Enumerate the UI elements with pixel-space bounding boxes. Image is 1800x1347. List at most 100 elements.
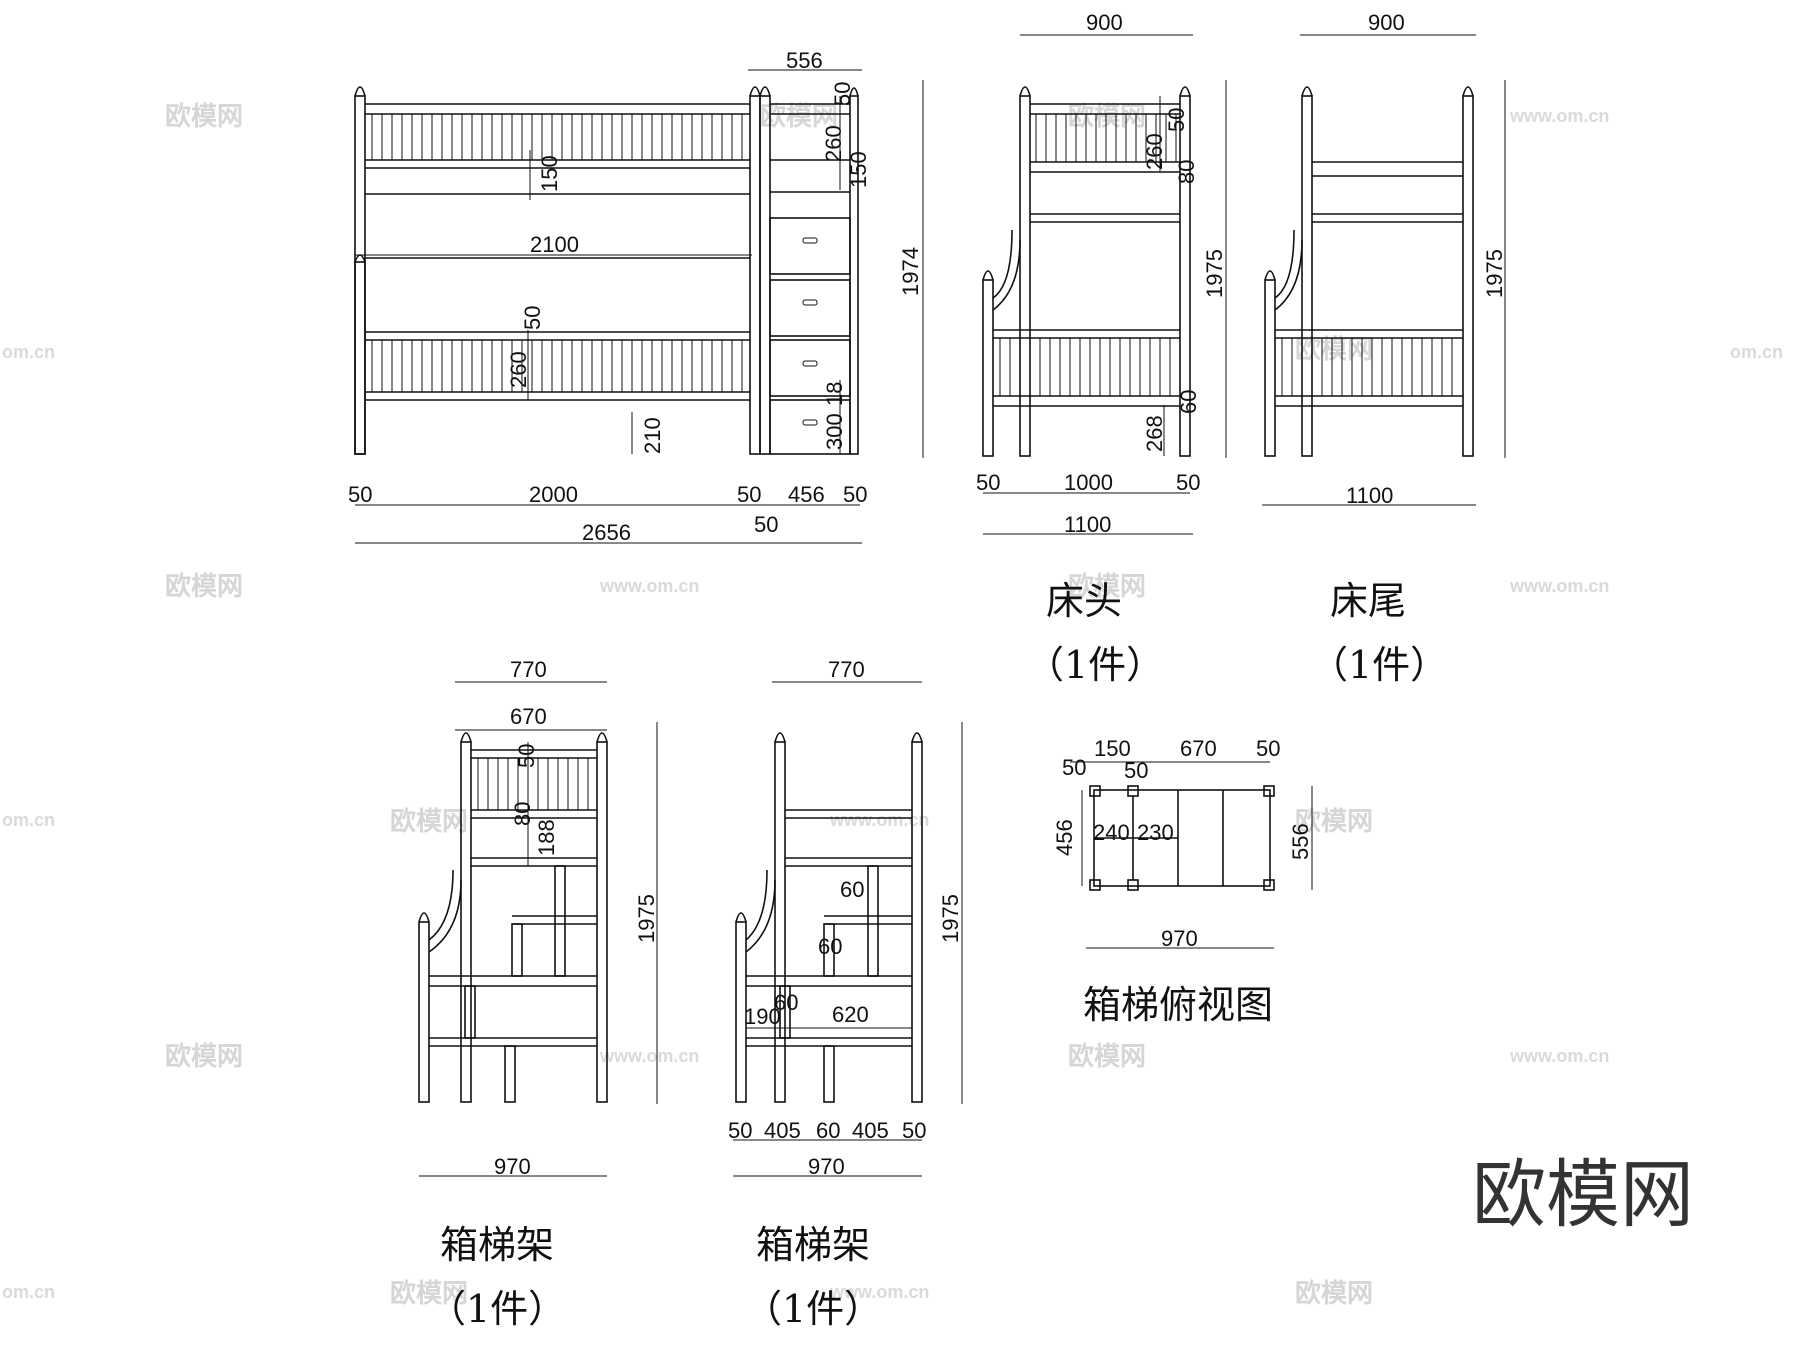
dim-60: 60 — [1176, 390, 1201, 414]
watermark-brand: 欧模网 — [165, 1041, 243, 1071]
dim-405: 405 — [764, 1118, 801, 1143]
stair-right-caption: 箱梯架 — [756, 1223, 870, 1267]
head-top-slats — [1035, 114, 1177, 162]
dim-556: 556 — [786, 48, 823, 73]
stair-left-view: 770 670 50 80 188 1975 970 箱梯架 （1件） — [418, 657, 659, 1331]
dim-50: 50 — [1164, 108, 1189, 132]
watermark-brand: 欧模网 — [165, 101, 243, 131]
front-view: 556 50 260 150 150 2100 1974 50 260 18 3… — [348, 48, 924, 545]
dim-60: 60 — [840, 877, 864, 902]
watermark-url: www.om.cn — [599, 576, 699, 596]
watermark-url: www.om.cn — [1509, 576, 1609, 596]
stair-left-caption: 箱梯架 — [440, 1223, 554, 1267]
drawer — [769, 217, 851, 275]
dim-50: 50 — [1124, 758, 1148, 783]
dim-50: 50 — [902, 1118, 926, 1143]
watermark-layer: 欧模网 欧模网 www.om.cn 欧模网 om.cn 欧模网 om.cn 欧模… — [2, 101, 1783, 1308]
dim-300: 300 — [822, 413, 847, 450]
dim-456: 456 — [788, 482, 825, 507]
watermark-brand: 欧模网 — [1068, 571, 1146, 601]
dim-620: 620 — [832, 1002, 869, 1027]
dim-150: 150 — [537, 155, 562, 192]
dim-770: 770 — [510, 657, 547, 682]
tail-slats — [1281, 338, 1453, 396]
dim-1975: 1975 — [938, 894, 963, 943]
dim-1100: 1100 — [1064, 512, 1111, 537]
watermark-brand: 欧模网 — [760, 101, 838, 131]
dim-770: 770 — [828, 657, 865, 682]
dim-1100: 1100 — [1346, 483, 1393, 508]
lower-slats — [371, 340, 743, 392]
watermark-url: om.cn — [2, 810, 55, 830]
dim-50: 50 — [514, 744, 539, 768]
dim-50: 50 — [348, 482, 372, 507]
upper-slats — [371, 114, 743, 160]
dim-60: 60 — [818, 934, 842, 959]
dim-670: 670 — [510, 704, 547, 729]
watermark-url: om.cn — [2, 342, 55, 362]
stair-left-slats — [477, 758, 589, 810]
dim-50: 50 — [830, 82, 855, 106]
watermark-brand: 欧模网 — [1068, 1041, 1146, 1071]
watermark-url: om.cn — [1730, 342, 1783, 362]
dim-80: 80 — [1174, 160, 1199, 184]
watermark-brand: 欧模网 — [1068, 101, 1146, 131]
dim-260: 260 — [1142, 133, 1167, 170]
dim-230: 230 — [1137, 820, 1174, 845]
dim-150: 150 — [1094, 736, 1131, 761]
dim-50: 50 — [1176, 470, 1200, 495]
watermark-url: www.om.cn — [599, 1046, 699, 1066]
dim-210: 210 — [640, 417, 665, 454]
dim-268: 268 — [1142, 415, 1167, 452]
stair-right-view: 770 1975 60 60 60 190 620 50 405 60 405 … — [728, 657, 963, 1331]
drawer — [769, 399, 851, 455]
dim-2656: 2656 — [582, 520, 631, 545]
stair-left-qty: （1件） — [428, 1287, 566, 1331]
dim-1975: 1975 — [1482, 249, 1507, 298]
dim-50: 50 — [843, 482, 867, 507]
dim-80: 80 — [510, 802, 535, 826]
dim-188: 188 — [534, 819, 559, 856]
watermark-brand: 欧模网 — [1295, 1278, 1373, 1308]
drawer — [769, 339, 851, 397]
stair-top-view: 50 150 50 670 50 456 240 230 556 970 箱梯俯… — [1052, 736, 1313, 1027]
dim-50: 50 — [737, 482, 761, 507]
left-post — [354, 95, 366, 455]
watermark-brand: 欧模网 — [165, 571, 243, 601]
watermark-brand: 欧模网 — [390, 806, 468, 836]
dim-60: 60 — [774, 990, 798, 1015]
watermark-brand: 欧模网 — [390, 1278, 468, 1308]
dim-50: 50 — [1062, 755, 1086, 780]
watermark-brand: 欧模网 — [1295, 806, 1373, 836]
stair-right-qty: （1件） — [744, 1287, 882, 1331]
dim-670: 670 — [1180, 736, 1217, 761]
dim-50: 50 — [1256, 736, 1280, 761]
dim-50: 50 — [520, 306, 545, 330]
head-bottom-slats — [999, 338, 1171, 396]
watermark-brand: 欧模网 — [1295, 334, 1373, 364]
dim-50: 50 — [728, 1118, 752, 1143]
dim-900: 900 — [1086, 10, 1123, 35]
tail-caption: 床尾 — [1330, 579, 1406, 623]
dim-1974: 1974 — [898, 247, 923, 296]
dim-260: 260 — [821, 125, 846, 162]
dim-1000: 1000 — [1064, 470, 1113, 495]
dim-2000: 2000 — [529, 482, 578, 507]
dim-50: 50 — [754, 512, 778, 537]
dim-456: 456 — [1052, 819, 1077, 856]
watermark-url: www.om.cn — [829, 1282, 929, 1302]
dim-60: 60 — [816, 1118, 840, 1143]
tail-view: 900 1975 1100 床尾 （1件） — [1262, 10, 1507, 687]
dim-150: 150 — [846, 151, 871, 188]
watermark-url: www.om.cn — [1509, 106, 1609, 126]
dim-1975: 1975 — [634, 894, 659, 943]
dim-260: 260 — [506, 351, 531, 388]
dim-190: 190 — [744, 1004, 781, 1029]
middle-post — [749, 95, 761, 455]
dim-900: 900 — [1368, 10, 1405, 35]
watermark-url: www.om.cn — [1509, 1046, 1609, 1066]
top-view-caption: 箱梯俯视图 — [1083, 983, 1273, 1027]
dim-240: 240 — [1093, 820, 1130, 845]
dim-1975: 1975 — [1202, 249, 1227, 298]
